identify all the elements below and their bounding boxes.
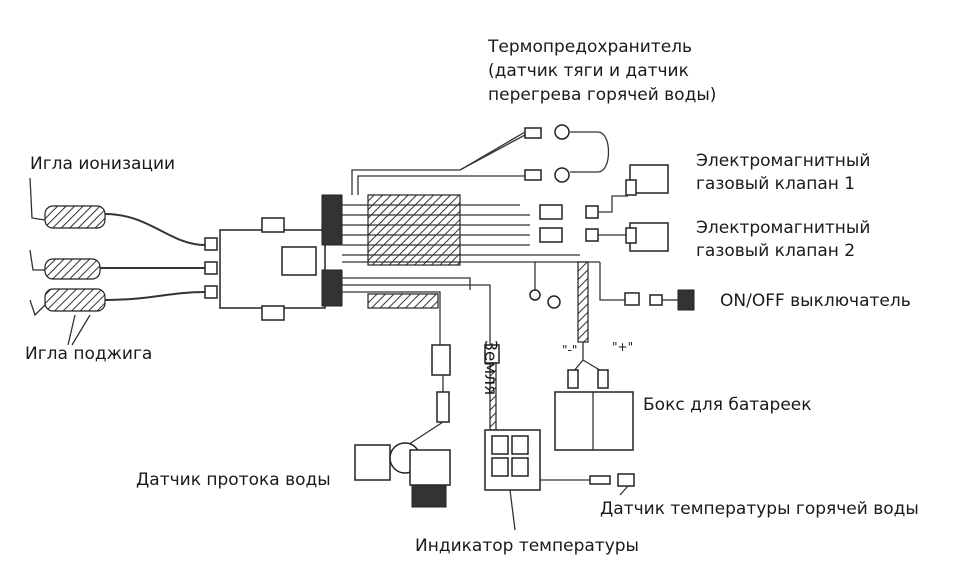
hot-water-temp-sensor — [589, 473, 635, 496]
water-flow-sensor — [354, 335, 451, 508]
gas-valve-1 — [625, 164, 669, 196]
gas-valve-2 — [625, 222, 669, 252]
control-unit — [219, 194, 343, 321]
polarity-plus-label: "+" — [612, 340, 634, 354]
thermal-fuse-label-3: перегрева горячей воды) — [488, 85, 717, 105]
thermal-fuse-label-2: (датчик тяги и датчик — [488, 61, 689, 81]
gas-valve-1-label-2: газовый клапан 1 — [696, 174, 856, 194]
ignition-needle-label: Игла поджига — [25, 344, 153, 364]
ignition-needle-2 — [29, 288, 206, 346]
battery-box-label: Бокс для батареек — [643, 395, 812, 415]
battery-box — [554, 261, 634, 451]
temperature-indicator — [484, 330, 590, 531]
ignition-needle-1 — [29, 249, 205, 280]
ground-label: Земля — [480, 340, 500, 396]
gas-valve-2-label-2: газовый клапан 2 — [696, 241, 856, 261]
water-flow-sensor-label: Датчик протока воды — [136, 470, 331, 490]
ionization-needle-label: Игла ионизации — [30, 154, 176, 174]
wire-harness — [342, 134, 600, 335]
on-off-switch-label: ON/OFF выключатель — [720, 291, 911, 311]
gas-valve-2-label-1: Электромагнитный — [696, 218, 871, 238]
on-off-switch — [599, 262, 695, 311]
temperature-indicator-label: Индикатор температуры — [415, 536, 639, 556]
ionization-needle — [29, 177, 206, 246]
thermal-fuse — [524, 124, 610, 183]
polarity-minus-label: "-" — [562, 343, 578, 357]
hot-water-temp-sensor-label: Датчик температуры горячей воды — [600, 499, 919, 519]
thermal-fuse-label-1: Термопредохранитель — [488, 37, 693, 57]
gas-valve-1-label-1: Электромагнитный — [696, 151, 871, 171]
